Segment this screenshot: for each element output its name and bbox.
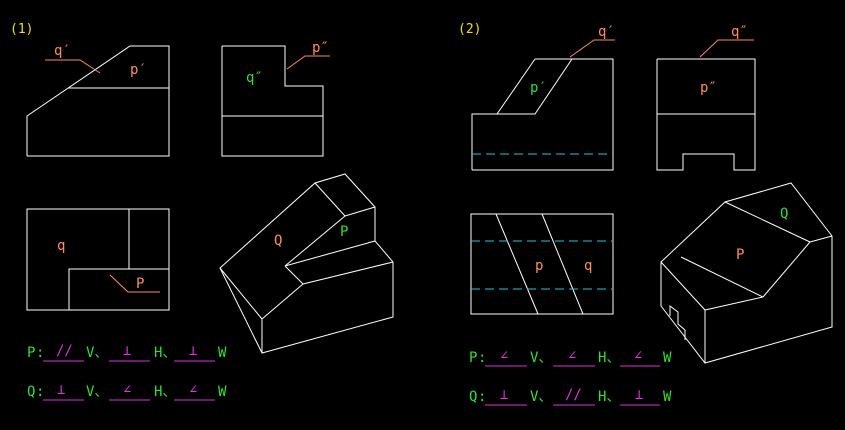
side-2-q-label: q″	[731, 24, 748, 40]
panel-1-isometric-view: Q P	[219, 173, 394, 354]
answer-1-q-h-label: H、	[154, 384, 176, 400]
iso-1-P-label: P	[340, 224, 348, 240]
answer-2-q-h-value: //	[565, 387, 582, 403]
answer-2-p-v-label: V、	[530, 350, 552, 366]
answer-2-p-colon: :	[478, 350, 486, 366]
answer-1-p-w-value: ⊥	[189, 343, 197, 359]
answer-2-p-w-label: W	[663, 350, 672, 366]
front-2-p-label: p′	[530, 80, 547, 96]
answer-1-q-v-label: V、	[86, 384, 108, 400]
answer-1-q-colon: :	[36, 384, 44, 400]
answer-1-q-h-value: ∠	[123, 382, 131, 398]
panel-2-top-view: p q	[470, 213, 614, 315]
answer-1-q-w-value: ∠	[189, 382, 197, 398]
answer-1-p-h-label: H、	[154, 345, 176, 361]
answer-1-q-v-value: ⊥	[57, 382, 65, 398]
answer-1-p-plane: P	[27, 345, 35, 361]
panel-2-answer-p: P : ∠ V、 ∠ H、 ∠ W	[469, 348, 672, 367]
top-1-q-label: q	[57, 238, 65, 254]
panel-2-number: (2)	[458, 22, 481, 37]
panel-1-answer-p: P : // V、 ⊥ H、 ⊥ W	[27, 343, 227, 362]
top-2-p-label: p	[535, 258, 543, 274]
panel-2-answer-q: Q : ⊥ V、 // H、 ⊥ W	[469, 387, 672, 406]
answer-1-p-colon: :	[36, 345, 44, 361]
panel-1-side-view: p″ q″	[221, 40, 330, 157]
answer-2-q-plane: Q	[469, 389, 477, 405]
answer-2-q-v-value: ⊥	[500, 387, 508, 403]
answer-2-p-v-value: ∠	[500, 348, 508, 364]
panel-1-answer-q: Q : ⊥ V、 ∠ H、 ∠ W	[27, 382, 227, 401]
top-1-p-label: P	[136, 276, 144, 292]
iso-1-Q-label: Q	[274, 233, 282, 249]
panel-1-top-view: q P	[26, 208, 170, 311]
answer-2-p-h-value: ∠	[568, 348, 576, 364]
panel-2-side-view: q″ p″	[656, 24, 756, 171]
answer-1-p-h-value: ⊥	[123, 343, 131, 359]
answer-2-p-plane: P	[469, 350, 477, 366]
answer-2-q-colon: :	[478, 389, 486, 405]
answer-2-q-w-value: ⊥	[635, 387, 643, 403]
iso-2-P-label: P	[736, 247, 744, 263]
side-1-p-label: p″	[312, 40, 329, 56]
answer-1-p-w-label: W	[218, 345, 227, 361]
answer-2-q-h-label: H、	[598, 389, 620, 405]
side-2-p-label: p″	[700, 80, 717, 96]
panel-2-isometric-view: P Q	[660, 182, 833, 364]
answer-2-p-h-label: H、	[598, 350, 620, 366]
panel-1-front-view: q′ p′	[26, 43, 170, 157]
front-1-p-label: p′	[130, 62, 147, 78]
side-1-q-label: q″	[246, 70, 263, 86]
answer-2-q-w-label: W	[663, 389, 672, 405]
answer-1-p-v-label: V、	[86, 345, 108, 361]
answer-2-p-w-value: ∠	[634, 348, 642, 364]
front-1-q-label: q′	[54, 43, 71, 59]
answer-1-q-plane: Q	[27, 384, 35, 400]
panel-1-number: (1)	[10, 22, 33, 37]
answer-1-p-v-value: //	[56, 343, 73, 359]
answer-2-q-v-label: V、	[530, 389, 552, 405]
top-2-q-label: q	[584, 258, 592, 274]
front-2-q-label: q′	[598, 24, 615, 40]
iso-2-Q-label: Q	[780, 206, 788, 222]
answer-1-q-w-label: W	[218, 384, 227, 400]
panel-2-front-view: q′ p′	[471, 24, 615, 171]
